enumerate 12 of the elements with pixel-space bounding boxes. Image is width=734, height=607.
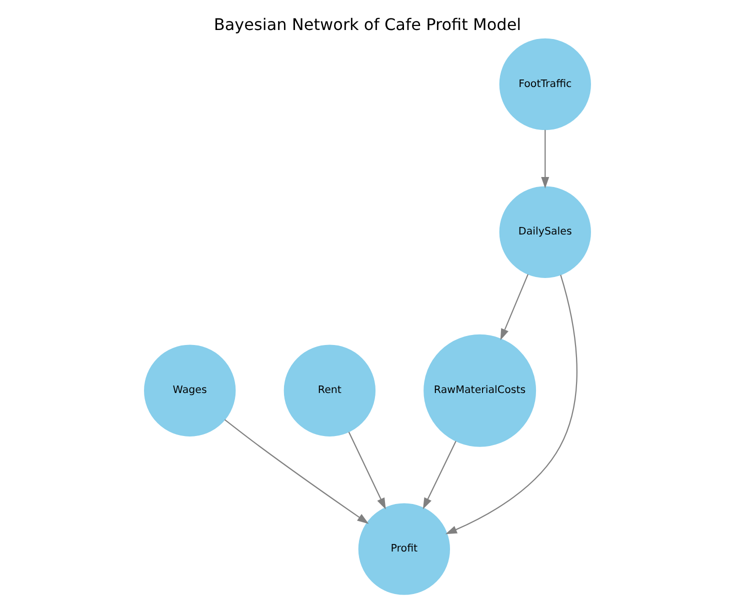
arrow [540, 130, 549, 189]
node-circle: FootTraffic [498, 38, 590, 130]
node-circle: Rent [283, 344, 376, 436]
arrow [348, 432, 386, 510]
node-circle: Wages [144, 344, 236, 436]
arrow [444, 274, 577, 534]
node-circle: RawMaterialCosts [423, 334, 536, 447]
node-circle: DailySales [498, 186, 590, 278]
arrow [422, 440, 456, 510]
diagram-title: Bayesian Network of Cafe Profit Model [213, 15, 521, 34]
arrow [224, 419, 368, 524]
arrow [500, 274, 528, 340]
